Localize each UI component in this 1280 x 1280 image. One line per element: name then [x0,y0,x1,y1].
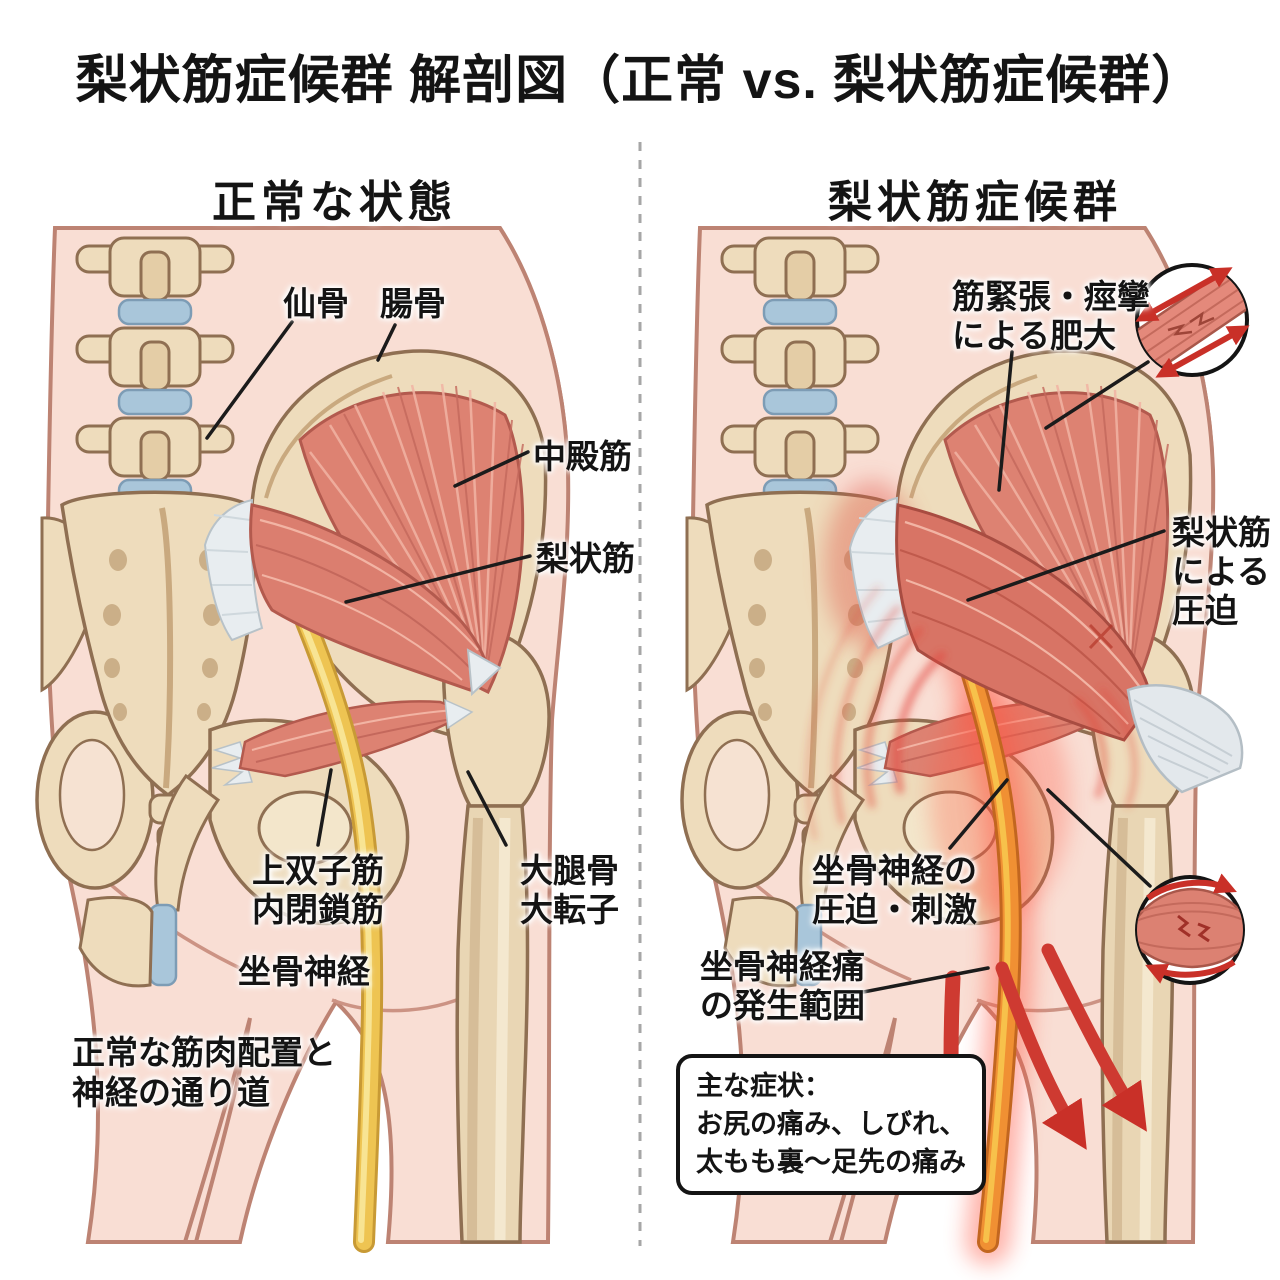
label-ilium: 腸骨 [380,285,446,322]
leader-spasm-inset [1044,360,1150,430]
piriformis-muscle-swollen [848,496,1244,794]
leader-piriformis-compression [966,529,1166,602]
leader-hypertrophy [997,350,1014,492]
right-panel-header: 梨状筋症候群 [828,178,1122,227]
page-title: 梨状筋症候群 解剖図（正常 vs. 梨状筋症候群） [75,52,1205,110]
leader-gemellus [316,768,333,847]
label-piriformis-compression: 梨状筋 による 圧迫 [1172,514,1271,629]
label-sciatic-nerve: 坐骨神経 [238,953,370,990]
spasm-circle-inset [1135,263,1250,378]
leader-femur [466,770,508,847]
pain-arrow-diagonal-2 [1041,943,1147,1132]
label-gluteus-medius: 中殿筋 [533,438,632,475]
left-panel-caption: 正常な筋肉配置と 神経の通り道 [72,1034,336,1112]
leader-piriformis [344,554,532,604]
label-piriformis: 梨状筋 [536,540,635,577]
label-hypertrophy: 筋緊張・痙攣 による肥大 [952,278,1150,354]
pain-arrow-diagonal-1 [995,961,1087,1150]
leader-nerve-compression [948,778,1009,850]
symptom-box: 主な症状： お尻の痛み、しびれ、 太もも裏〜足先の痛み [676,1054,987,1196]
left-anatomy [37,228,568,1253]
label-femur-trochanter: 大腿骨 大転子 [520,852,619,928]
right-anatomy [682,228,1250,1265]
label-sciatica-range: 坐骨神経痛 の発生範囲 [700,948,865,1024]
leader-ilium [376,323,397,362]
leader-gluteus-medius [453,450,530,488]
label-nerve-compression: 坐骨神経の 圧迫・刺激 [812,852,977,928]
label-sacrum: 仙骨 [283,285,349,322]
compression-waves [805,585,1138,841]
label-gemellus-obturator: 上双子筋 内閉鎖筋 [252,852,384,928]
leader-compression-inset [1046,788,1152,888]
leader-sacrum [205,320,294,440]
leader-sciatica-range [846,966,990,997]
left-panel-header: 正常な状態 [212,178,457,227]
compression-circle-inset [1135,873,1245,985]
sciatic-nerve-normal [281,577,384,1253]
leader-lines [205,320,1166,997]
